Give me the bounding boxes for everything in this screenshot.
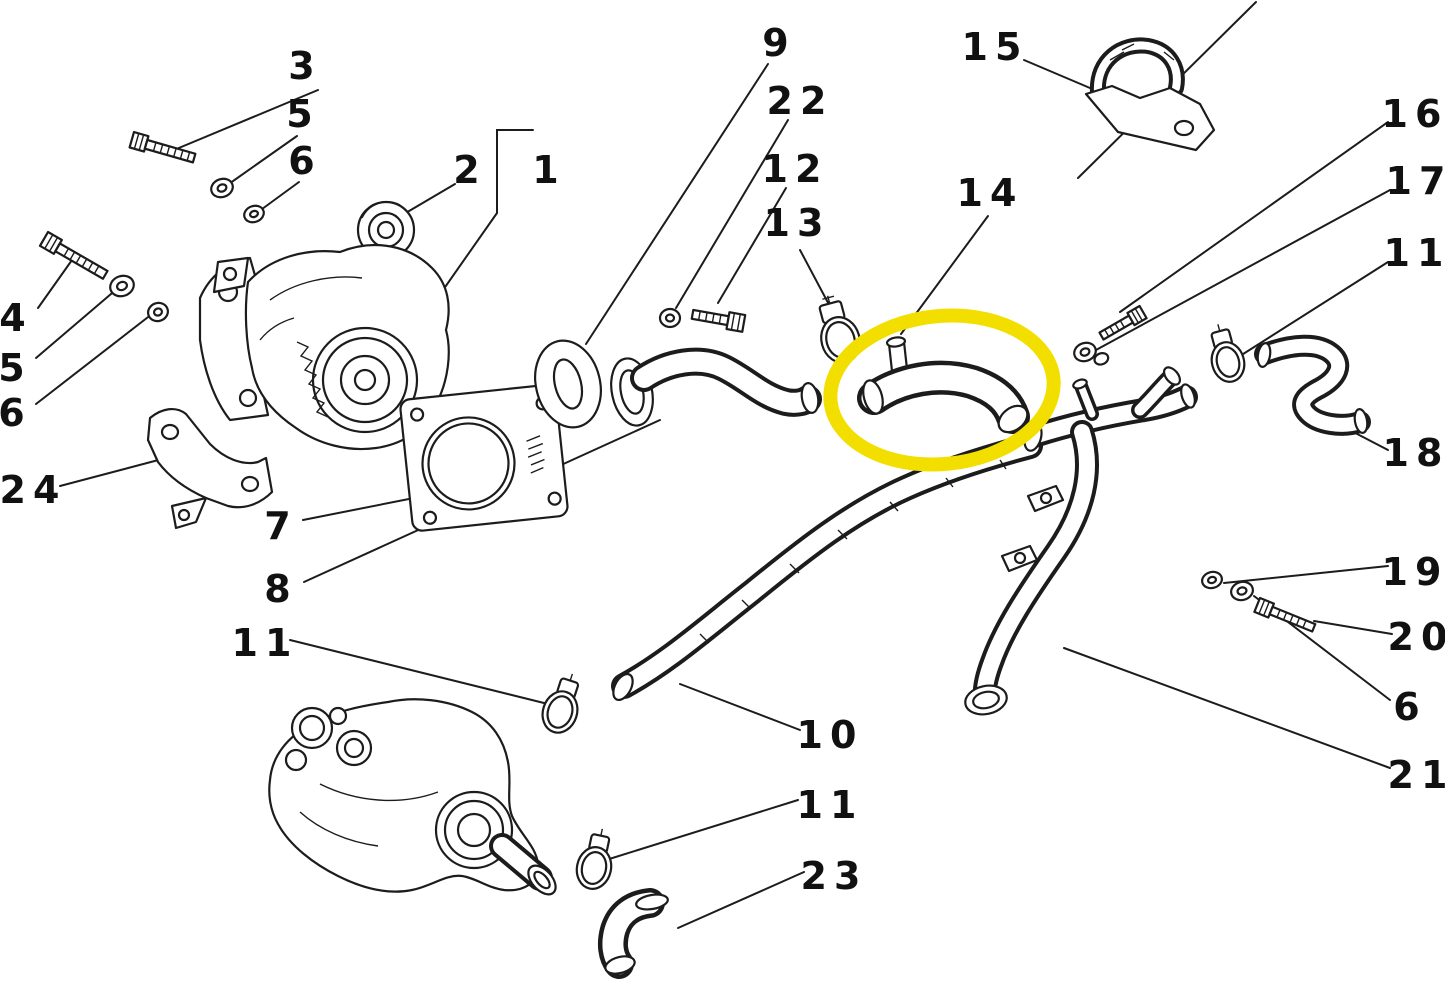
callout-4: 4 xyxy=(0,296,33,340)
leader-line-11-right xyxy=(1239,261,1389,357)
leader-line-21 xyxy=(1063,647,1391,769)
hose-10-drawing xyxy=(611,433,1043,702)
callout-19: 19 xyxy=(1381,550,1445,594)
washer-6-left-drawing xyxy=(147,301,169,323)
leader-line-9 xyxy=(585,63,769,345)
leader-lines xyxy=(35,1,1393,929)
hose-clamp-11-right-drawing xyxy=(1210,324,1246,383)
leader-line-11-bottom xyxy=(605,799,799,861)
leader-line-7 xyxy=(302,497,415,521)
hose-clamp-11-mid-drawing xyxy=(541,673,580,734)
callout-6-left: 6 xyxy=(0,391,32,435)
leader-line-12 xyxy=(717,187,787,304)
leader-line-4 xyxy=(37,259,73,309)
hex-bolt-16-drawing xyxy=(1098,304,1148,341)
leader-bracket-1 xyxy=(435,129,534,301)
hex-bolt-3-drawing xyxy=(128,130,197,164)
callout-20: 20 xyxy=(1387,615,1445,659)
leader-line-22 xyxy=(675,119,789,309)
water-pump-housing-drawing xyxy=(268,698,557,896)
callout-9: 9 xyxy=(762,21,796,65)
leader-line-24 xyxy=(59,457,167,487)
callout-6-top: 6 xyxy=(288,139,322,183)
leader-line-10 xyxy=(679,683,801,731)
washer-5-top-drawing xyxy=(210,177,234,199)
callout-18: 18 xyxy=(1382,431,1445,475)
callout-11-right: 11 xyxy=(1383,231,1445,275)
leader-line-2 xyxy=(403,183,456,215)
callout-11-mid: 11 xyxy=(231,621,299,665)
callout-21: 21 xyxy=(1387,753,1445,797)
callout-17: 17 xyxy=(1385,159,1445,203)
hose-clamp-11-bottom-drawing xyxy=(575,828,613,890)
washer-5-left-drawing xyxy=(109,274,135,298)
leader-line-23 xyxy=(677,871,805,929)
leader-line-5-top xyxy=(225,135,298,187)
washer-17-drawing xyxy=(1073,341,1110,366)
callout-2: 2 xyxy=(453,148,487,192)
leader-line-11-mid xyxy=(289,639,549,705)
callout-5-left: 5 xyxy=(0,346,32,390)
callout-10: 10 xyxy=(796,713,864,757)
hose-23-drawing xyxy=(597,888,669,979)
highlight-circle-14 xyxy=(823,308,1061,472)
washer-6-top-drawing xyxy=(243,204,265,224)
callout-7: 7 xyxy=(264,504,298,548)
callout-23: 23 xyxy=(800,854,868,898)
outlet-tube-drawing xyxy=(610,347,822,427)
leader-line-6-left xyxy=(35,313,153,405)
hex-bolt-20-drawing xyxy=(1253,596,1317,633)
leader-line-3 xyxy=(173,89,319,151)
flange-gasket-9-drawing xyxy=(534,339,602,429)
leader-line-6-top xyxy=(257,181,300,213)
pump-assembly-drawing xyxy=(198,243,450,451)
gasket-plate-7-drawing xyxy=(399,383,569,532)
callout-15: 15 xyxy=(961,25,1029,69)
leader-line-5-left xyxy=(35,287,119,359)
callout-5-top: 5 xyxy=(286,92,320,136)
leader-line-20 xyxy=(1313,620,1393,635)
bracket-15-drawing xyxy=(1084,37,1216,152)
washer-22-drawing xyxy=(658,307,682,329)
callout-11-bottom: 11 xyxy=(796,783,864,827)
washer-19-drawing xyxy=(1201,570,1223,590)
hex-bolt-4-drawing xyxy=(38,230,109,280)
callout-6-right: 6 xyxy=(1393,685,1427,729)
callout-3: 3 xyxy=(288,44,322,88)
washer-6-right-drawing xyxy=(1230,580,1254,602)
hose-14-drawing xyxy=(857,336,1030,434)
leader-line-17 xyxy=(1095,189,1391,351)
leader-line-15 xyxy=(1023,59,1091,89)
leader-line-19 xyxy=(1223,565,1389,584)
callout-12: 12 xyxy=(761,147,829,191)
callout-24: 24 xyxy=(0,468,67,512)
hose-18-drawing xyxy=(1254,334,1371,436)
callout-13: 13 xyxy=(763,201,831,245)
callout-8: 8 xyxy=(264,567,298,611)
callout-1: 1 xyxy=(532,148,566,192)
callout-16: 16 xyxy=(1381,92,1445,136)
hex-bolt-12-drawing xyxy=(690,308,747,333)
callout-14: 14 xyxy=(956,171,1024,215)
leader-line-16 xyxy=(1119,121,1389,313)
bracket-24-drawing xyxy=(146,408,274,530)
callout-22: 22 xyxy=(766,79,834,123)
